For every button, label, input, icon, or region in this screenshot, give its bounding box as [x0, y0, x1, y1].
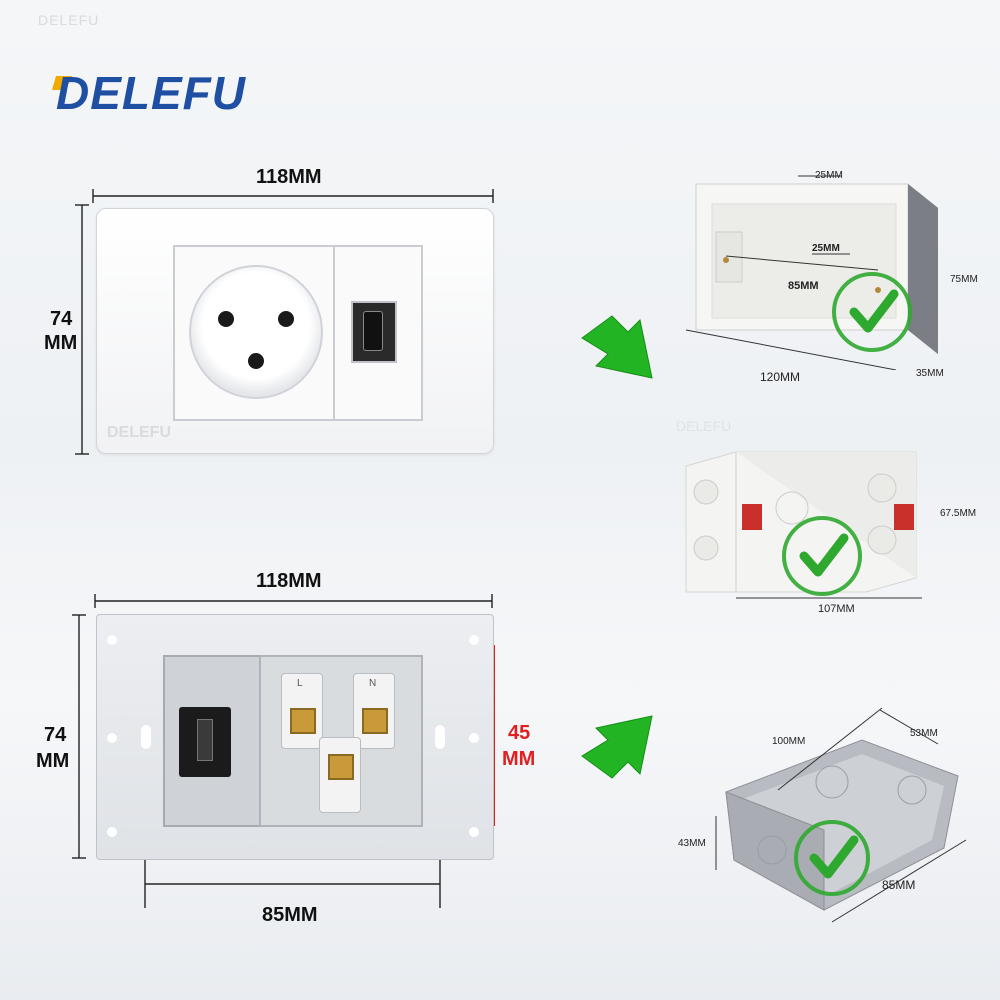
mounting-hole-icon	[469, 827, 479, 837]
box-2-drawing	[685, 451, 922, 599]
socket-hole-icon	[218, 311, 234, 327]
arrow-icon-1	[581, 315, 653, 379]
logo-accent-icon	[52, 76, 72, 90]
socket-hole-icon	[278, 311, 294, 327]
box1-inner-slot-label: 25MM	[812, 243, 840, 254]
screw-slot-icon	[435, 725, 445, 749]
front-switch-plate: DELEFU	[96, 208, 494, 454]
brand-logo: DELEFU	[52, 62, 292, 122]
box-1-drawing	[685, 175, 938, 370]
terminal-n-label: N	[369, 678, 377, 689]
front-height-label-2: MM	[44, 332, 78, 354]
junction-box-3	[712, 700, 972, 930]
engraved-brand: DELEFU	[107, 424, 171, 441]
back-mounting-plate: L N	[96, 614, 494, 860]
back-width-label: 118MM	[256, 570, 322, 592]
socket-hole-icon	[248, 353, 264, 369]
corner-watermark: DELEFU	[38, 12, 100, 28]
front-width-label: 118MM	[256, 166, 322, 188]
box1-screw-label: 85MM	[788, 280, 819, 292]
box3-length-label: 100MM	[772, 736, 806, 747]
box1-watermark: DELEFU	[676, 418, 732, 434]
box2-height-label: 67.5MM	[940, 508, 977, 519]
terminal-l: L	[281, 673, 323, 749]
mounting-hole-icon	[107, 635, 117, 645]
box3-depth-label: 85MM	[882, 878, 916, 892]
box1-top-slot-label: 25MM	[815, 170, 843, 181]
junction-box-1	[682, 170, 942, 370]
back-height-label-1: 74	[44, 724, 67, 746]
box1-length-label: 120MM	[760, 370, 801, 384]
arrow-icon-2	[581, 715, 653, 779]
box3-width-label: 53MM	[910, 728, 938, 739]
mounting-hole-icon	[469, 635, 479, 645]
mounting-hole-icon	[107, 827, 117, 837]
screw-spacing-label: 85MM	[262, 904, 318, 926]
terminal-earth	[319, 737, 361, 813]
box1-height-label: 75MM	[950, 274, 978, 285]
power-socket-outlet	[189, 265, 323, 399]
screw-slot-icon	[141, 725, 151, 749]
brass-terminal-icon	[290, 708, 316, 734]
brass-terminal-icon	[328, 754, 354, 780]
terminal-l-label: L	[297, 678, 303, 689]
brass-terminal-icon	[362, 708, 388, 734]
logo-text: DELEFU	[56, 67, 246, 119]
box2-width-label: 107MM	[818, 603, 855, 615]
back-height-label-2: MM	[36, 750, 70, 772]
hdmi-port-icon	[179, 707, 231, 777]
front-height-label-1: 74	[50, 308, 73, 330]
hdmi-module	[163, 655, 263, 827]
box3-height-label: 43MM	[678, 838, 706, 849]
module-height-label-1: 45	[508, 722, 531, 744]
mounting-hole-icon	[469, 733, 479, 743]
socket-module-back: L N	[259, 655, 423, 827]
junction-box-2	[682, 448, 932, 608]
box1-depth-label: 35MM	[916, 368, 944, 379]
mounting-hole-icon	[107, 733, 117, 743]
terminal-n: N	[353, 673, 395, 749]
module-divider	[333, 247, 335, 419]
module-height-label-2: MM	[502, 748, 536, 770]
hdmi-port-icon	[351, 301, 397, 363]
box-3-drawing	[715, 707, 967, 923]
